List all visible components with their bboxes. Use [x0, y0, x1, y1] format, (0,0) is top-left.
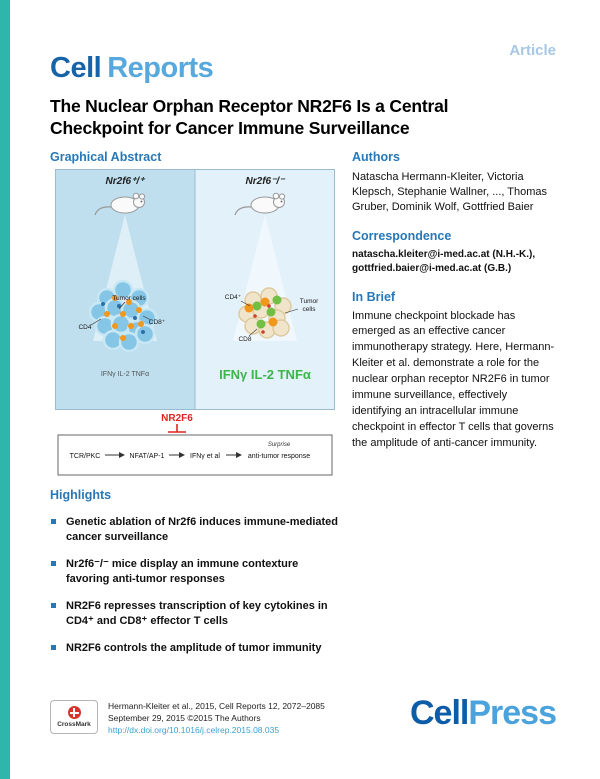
highlight-item: NR2F6 controls the amplitude of tumor im… — [50, 641, 344, 656]
journal-logo-cell: Cell — [50, 52, 102, 84]
article-type-label: Article — [509, 42, 556, 59]
citation-block: Hermann-Kleiter et al., 2015, Cell Repor… — [108, 701, 325, 737]
t-cells-left — [101, 302, 145, 334]
cd8-label-right: CD8 — [238, 336, 251, 343]
bullet-square-icon — [51, 561, 56, 567]
pathway-nfat-ap1: NFAT/AP-1 — [130, 453, 165, 460]
dying-cells-right — [253, 304, 271, 334]
correspondence-heading: Correspondence — [352, 228, 452, 243]
highlight-text: NR2F6 controls the amplitude of tumor im… — [66, 642, 322, 655]
cd4-line-left — [90, 318, 102, 326]
highlight-text: Nr2f6⁻/⁻ mice display an immune contextu… — [66, 558, 299, 585]
bullet-square-icon — [51, 645, 56, 651]
correspondence-emails[interactable]: natascha.kleiter@i-med.ac.at (N.H.-K.), … — [352, 248, 536, 275]
highlights-list: Genetic ablation of Nr2f6 induces immune… — [50, 515, 344, 656]
pathway-arrowhead-3 — [236, 452, 242, 458]
tumor-cells-left — [104, 295, 144, 341]
highlight-item: Genetic ablation of Nr2f6 induces immune… — [50, 515, 344, 544]
doi-link[interactable]: http://dx.doi.org/10.1016/j.celrep.2015.… — [108, 724, 280, 735]
cellpress-logo-press: Press — [468, 694, 557, 732]
citation-line-2: September 29, 2015 ©2015 The Authors — [108, 712, 261, 723]
cd8-line-right — [248, 328, 258, 337]
graphical-abstract-heading: Graphical Abstract — [50, 150, 162, 164]
genotype-label-wildtype: Nr2f6⁺/⁺ — [106, 176, 147, 187]
journal-logo-reports: Reports — [107, 52, 214, 84]
cd4-label-right: CD4⁺ — [225, 294, 242, 301]
cd8-label-left: CD8⁺ — [149, 319, 166, 326]
pathway-antitumor: anti-tumor response — [248, 453, 310, 460]
tumor-label-right-1: Tumor — [300, 298, 319, 305]
citation-line-1: Hermann-Kleiter et al., 2015, Cell Repor… — [108, 701, 325, 711]
highlight-text: Genetic ablation of Nr2f6 induces immune… — [66, 516, 338, 543]
mouse-icon-right — [234, 192, 286, 216]
authors-names: Natascha Hermann-Kleiter, Victoria Kleps… — [352, 171, 548, 214]
cellpress-logo-cell: Cell — [410, 694, 469, 732]
cytokines-left: IFNγ IL-2 TNFα — [101, 371, 149, 378]
tumor-label-line-left — [118, 301, 126, 310]
tumor-cells-right — [244, 297, 278, 327]
tumor-label-right-2: cells — [302, 306, 316, 313]
highlight-item: NR2F6 represses transcription of key cyt… — [50, 599, 344, 628]
mouse-icon-left — [94, 192, 146, 216]
graphical-abstract-svg: Nr2f6⁺/⁺ Nr2f6⁻/⁻ — [55, 169, 335, 476]
surprise-note: Surprise — [268, 442, 291, 448]
graphical-abstract-figure: Nr2f6⁺/⁺ Nr2f6⁻/⁻ — [55, 169, 335, 479]
summary-column: Authors Natascha Hermann-Kleiter, Victor… — [352, 150, 558, 452]
cytokines-right: IFNγ IL-2 TNFα — [219, 367, 311, 382]
pathway-arrowhead-2 — [179, 452, 185, 458]
crossmark-label: CrossMark — [57, 721, 91, 728]
bullet-square-icon — [51, 603, 56, 609]
cd8-line-left — [142, 315, 152, 321]
highlights-section: Highlights Genetic ablation of Nr2f6 ind… — [50, 488, 344, 669]
paper-title: The Nuclear Orphan Receptor NR2F6 Is a C… — [50, 96, 449, 138]
journal-accent-bar — [0, 0, 10, 779]
bullet-square-icon — [51, 519, 56, 524]
pathway-box — [57, 434, 333, 476]
pathway-tcr-pkc: TCR/PKC — [70, 453, 101, 460]
pathway-ifng: IFNγ et al — [190, 453, 220, 460]
authors-heading: Authors — [352, 150, 400, 164]
nr2f6-label: NR2F6 — [161, 413, 193, 424]
in-brief-text: Immune checkpoint blockade has emerged a… — [352, 309, 555, 450]
cellpress-logo: CellPress — [410, 694, 557, 733]
highlights-heading: Highlights — [50, 488, 112, 502]
tumor-label-left: Tumor cells — [112, 295, 146, 302]
cd4-label-left: CD4 — [78, 324, 91, 331]
in-brief-heading: In Brief — [352, 289, 396, 304]
cd4-line-right — [240, 300, 251, 307]
pathway-arrowhead-1 — [119, 452, 125, 458]
highlight-item: Nr2f6⁻/⁻ mice display an immune contextu… — [50, 557, 344, 586]
crossmark-icon — [67, 706, 81, 719]
tumor-label-line-right — [284, 308, 299, 314]
genotype-label-knockout: Nr2f6⁻/⁻ — [246, 176, 287, 187]
crossmark-badge[interactable]: CrossMark — [50, 700, 98, 734]
highlight-text: NR2F6 represses transcription of key cyt… — [66, 600, 328, 627]
effector-cells-right — [252, 295, 282, 329]
